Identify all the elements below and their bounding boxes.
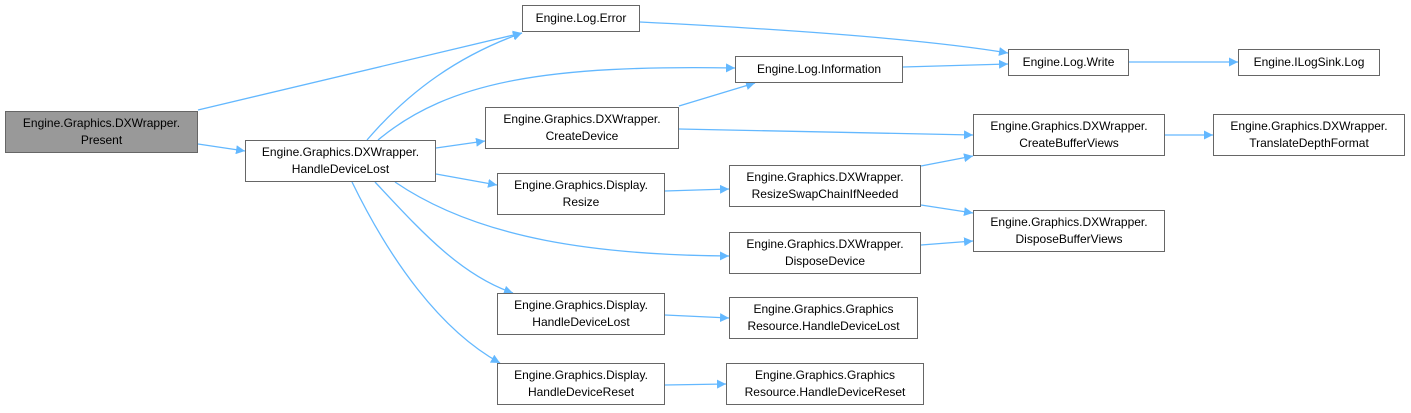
node-label-line2: HandleDeviceLost (532, 315, 630, 329)
node-label-line1: Engine.Graphics.Graphics (753, 302, 894, 316)
node-label: Engine.Log.Information (756, 62, 882, 76)
node-display-handle-device-lost[interactable]: Engine.Graphics.Display. HandleDeviceLos… (497, 293, 665, 335)
node-label-line1: Engine.Graphics.DXWrapper. (746, 237, 904, 251)
node-dxwrapper-create-buffer-views[interactable]: Engine.Graphics.DXWrapper. CreateBufferV… (973, 114, 1165, 156)
node-label-line2: CreateBufferViews (1019, 136, 1119, 150)
node-label: Engine.Log.Error (535, 11, 627, 25)
edge-handlelost-display-handle-lost (374, 181, 514, 295)
node-label-line2: HandleDeviceLost (291, 162, 390, 176)
edge-resize-swap-dispose-buffer-views (920, 204, 974, 217)
node-label-line2: CreateDevice (545, 129, 619, 143)
node-dxwrapper-dispose-buffer-views[interactable]: Engine.Graphics.DXWrapper. DisposeBuffer… (973, 210, 1165, 252)
node-dxwrapper-translate-depth-format[interactable]: Engine.Graphics.DXWrapper. TranslateDept… (1213, 114, 1405, 156)
node-label-line2: DisposeBufferViews (1015, 232, 1123, 246)
node-label-line2: Resize (562, 195, 600, 209)
edge-present-log-error (197, 30, 523, 111)
node-graphics-resource-handle-device-reset[interactable]: Engine.Graphics.Graphics Resource.Handle… (726, 363, 924, 405)
node-label-line1: Engine.Graphics.Display. (514, 178, 648, 192)
edge-create-device-log-information (678, 81, 756, 107)
node-log-information[interactable]: Engine.Log.Information (735, 56, 903, 83)
edge-display-resize-resize-swap (664, 184, 730, 194)
node-label-line1: Engine.Graphics.DXWrapper. (746, 170, 904, 184)
edge-handlelost-display-resize (435, 173, 498, 188)
node-ilogsink-log[interactable]: Engine.ILogSink.Log (1238, 49, 1380, 76)
node-log-write[interactable]: Engine.Log.Write (1008, 49, 1129, 76)
node-log-error[interactable]: Engine.Log.Error (522, 5, 640, 32)
node-label-line2: ResizeSwapChainIfNeeded (751, 187, 899, 201)
edge-handlelost-create-device (435, 137, 486, 149)
node-label-line1: Engine.Graphics.Display. (514, 298, 648, 312)
edge-handlelost-log-information (377, 63, 736, 141)
edge-resize-swap-create-buffer-views (920, 153, 974, 167)
node-label-line1: Engine.Graphics.DXWrapper. (990, 215, 1148, 229)
node-label-line2: Resource.HandleDeviceReset (744, 385, 906, 399)
node-dxwrapper-handle-device-lost[interactable]: Engine.Graphics.DXWrapper. HandleDeviceL… (245, 140, 436, 182)
node-label-line1: Engine.Graphics.DXWrapper. (261, 145, 420, 159)
node-label-line1: Engine.Graphics.DXWrapper. (1230, 119, 1388, 133)
node-display-handle-device-reset[interactable]: Engine.Graphics.Display. HandleDeviceRes… (497, 363, 665, 405)
node-label-line2: Resource.HandleDeviceLost (747, 319, 900, 333)
edge-handlelost-dispose-device (394, 181, 730, 261)
node-dxwrapper-create-device[interactable]: Engine.Graphics.DXWrapper. CreateDevice (485, 107, 679, 149)
node-graphics-resource-handle-device-lost[interactable]: Engine.Graphics.Graphics Resource.Handle… (729, 297, 918, 339)
node-dxwrapper-resize-swap-chain[interactable]: Engine.Graphics.DXWrapper. ResizeSwapCha… (729, 165, 921, 207)
edge-present-handle-lost (197, 143, 246, 155)
node-label-line1: Engine.Graphics.DXWrapper. (503, 112, 661, 126)
edge-display-handle-reset-gr-handle-reset (664, 379, 727, 389)
node-display-resize[interactable]: Engine.Graphics.Display. Resize (497, 173, 665, 215)
node-label-line2: DisposeDevice (784, 254, 866, 268)
edge-dispose-device-dispose-buffer-views (920, 237, 974, 247)
edge-create-device-create-buffer-views (678, 128, 974, 140)
node-label: Engine.ILogSink.Log (1253, 55, 1365, 69)
edge-log-error-log-write (639, 21, 1009, 56)
node-label-line1: Engine.Graphics.DXWrapper. (990, 119, 1148, 133)
edge-handlelost-display-handle-reset (351, 181, 501, 364)
node-label-line2: Present (80, 133, 123, 147)
edge-log-information-log-write (902, 59, 1009, 69)
node-label-line1: Engine.Graphics.Graphics (754, 368, 896, 382)
node-label: Engine.Log.Write (1022, 55, 1115, 69)
node-label-line2: HandleDeviceReset (527, 385, 635, 399)
node-dxwrapper-present[interactable]: Engine.Graphics.DXWrapper. Present (5, 111, 198, 153)
node-label-line2: TranslateDepthFormat (1249, 136, 1369, 150)
node-dxwrapper-dispose-device[interactable]: Engine.Graphics.DXWrapper. DisposeDevice (729, 232, 921, 274)
edge-handlelost-log-error (366, 31, 523, 141)
node-label-line1: Engine.Graphics.Display. (514, 368, 648, 382)
node-label-line1: Engine.Graphics.DXWrapper. (22, 116, 181, 130)
edge-display-handle-lost-gr-handle-lost (664, 313, 730, 323)
